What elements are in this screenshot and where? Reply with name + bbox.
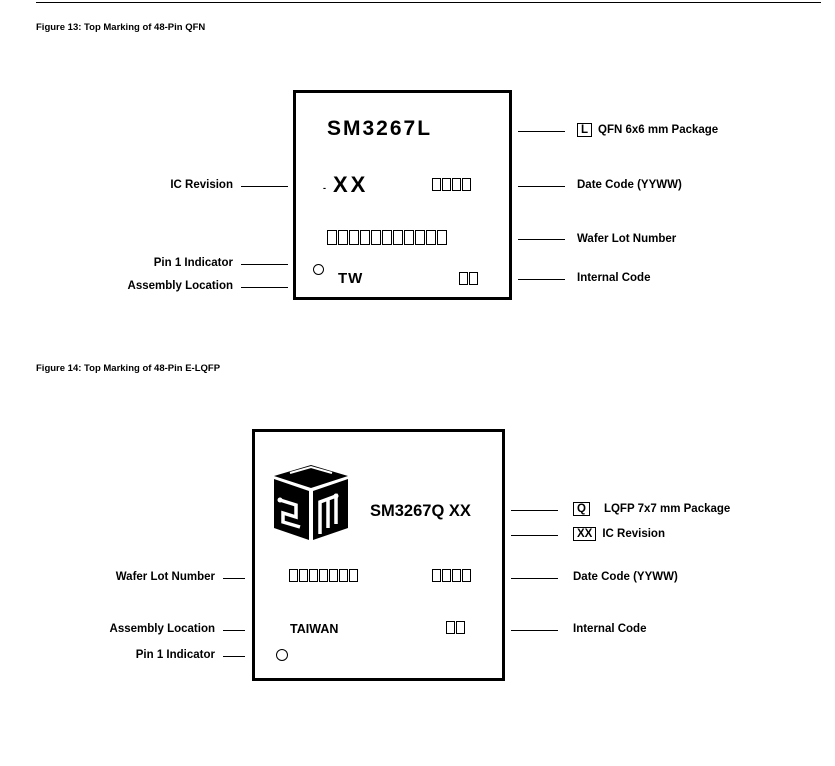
- lqfp-package-text: LQFP 7x7 mm Package: [603, 503, 731, 515]
- lqfp-package-code-box: Q: [573, 502, 590, 516]
- lqfp-part-number: SM3267Q XX: [370, 502, 471, 520]
- top-rule: [36, 2, 821, 3]
- qfn-leader-ic-revision: [241, 186, 288, 187]
- qfn-part-number: SM3267L: [327, 117, 433, 140]
- lqfp-label-package: Q LQFP 7x7 mm Package: [573, 502, 730, 516]
- qfn-label-assembly: Assembly Location: [127, 280, 233, 292]
- lqfp-leader-pin1: [223, 656, 245, 657]
- lqfp-internal-code-boxes: [446, 621, 465, 634]
- qfn-leader-assembly: [241, 287, 288, 288]
- qfn-pin1-circle-icon: [313, 264, 324, 275]
- qfn-revision-code: XX: [333, 172, 369, 197]
- figure14-caption: Figure 14: Top Marking of 48-Pin E-LQFP: [36, 363, 221, 374]
- lqfp-label-pin1: Pin 1 Indicator: [135, 649, 215, 661]
- lqfp-leader-date-code: [511, 578, 558, 579]
- qfn-package-outline: [293, 90, 512, 300]
- figure13-caption: Figure 13: Top Marking of 48-Pin QFN: [36, 22, 206, 33]
- qfn-leader-wafer-lot: [518, 239, 565, 240]
- qfn-label-date-code: Date Code (YYWW): [577, 179, 682, 191]
- lqfp-wafer-lot-boxes: [289, 569, 358, 582]
- qfn-package-text: QFN 6x6 mm Package: [598, 124, 719, 136]
- lqfp-leader-internal: [511, 630, 558, 631]
- qfn-label-package: L QFN 6x6 mm Package: [577, 123, 718, 137]
- lqfp-label-wafer-lot: Wafer Lot Number: [115, 571, 215, 583]
- lqfp-label-ic-revision: XX IC Revision: [573, 527, 665, 541]
- qfn-leader-pin1: [241, 264, 288, 265]
- lqfp-ic-revision-text: IC Revision: [602, 528, 665, 540]
- lqfp-leader-assembly: [223, 630, 245, 631]
- lqfp-assembly-code: TAIWAN: [290, 622, 339, 636]
- qfn-internal-code-boxes: [459, 272, 478, 285]
- lqfp-label-internal: Internal Code: [573, 623, 647, 635]
- qfn-revision-prefix: -: [323, 183, 326, 193]
- lqfp-date-code-boxes: [432, 569, 471, 582]
- lqfp-leader-ic-revision: [511, 535, 558, 536]
- qfn-wafer-lot-boxes: [327, 230, 447, 245]
- lqfp-label-assembly: Assembly Location: [109, 623, 215, 635]
- qfn-date-code-boxes: [432, 178, 471, 191]
- qfn-label-pin1: Pin 1 Indicator: [153, 257, 233, 269]
- qfn-leader-internal: [518, 279, 565, 280]
- qfn-leader-date-code: [518, 186, 565, 187]
- qfn-label-wafer-lot: Wafer Lot Number: [577, 233, 677, 245]
- qfn-label-ic-revision: IC Revision: [170, 179, 233, 191]
- lqfp-label-date-code: Date Code (YYWW): [573, 571, 678, 583]
- qfn-assembly-code: TW: [338, 270, 364, 287]
- qfn-leader-package: [518, 131, 565, 132]
- qfn-package-code-box: L: [577, 123, 593, 137]
- qfn-label-internal: Internal Code: [577, 272, 651, 284]
- lqfp-leader-package: [511, 510, 558, 511]
- sm-cube-logo-icon: [274, 465, 348, 540]
- lqfp-package-outline: [252, 429, 505, 681]
- lqfp-revision-code-box: XX: [573, 527, 597, 541]
- lqfp-pin1-circle-icon: [276, 649, 288, 661]
- lqfp-leader-wafer-lot: [223, 578, 245, 579]
